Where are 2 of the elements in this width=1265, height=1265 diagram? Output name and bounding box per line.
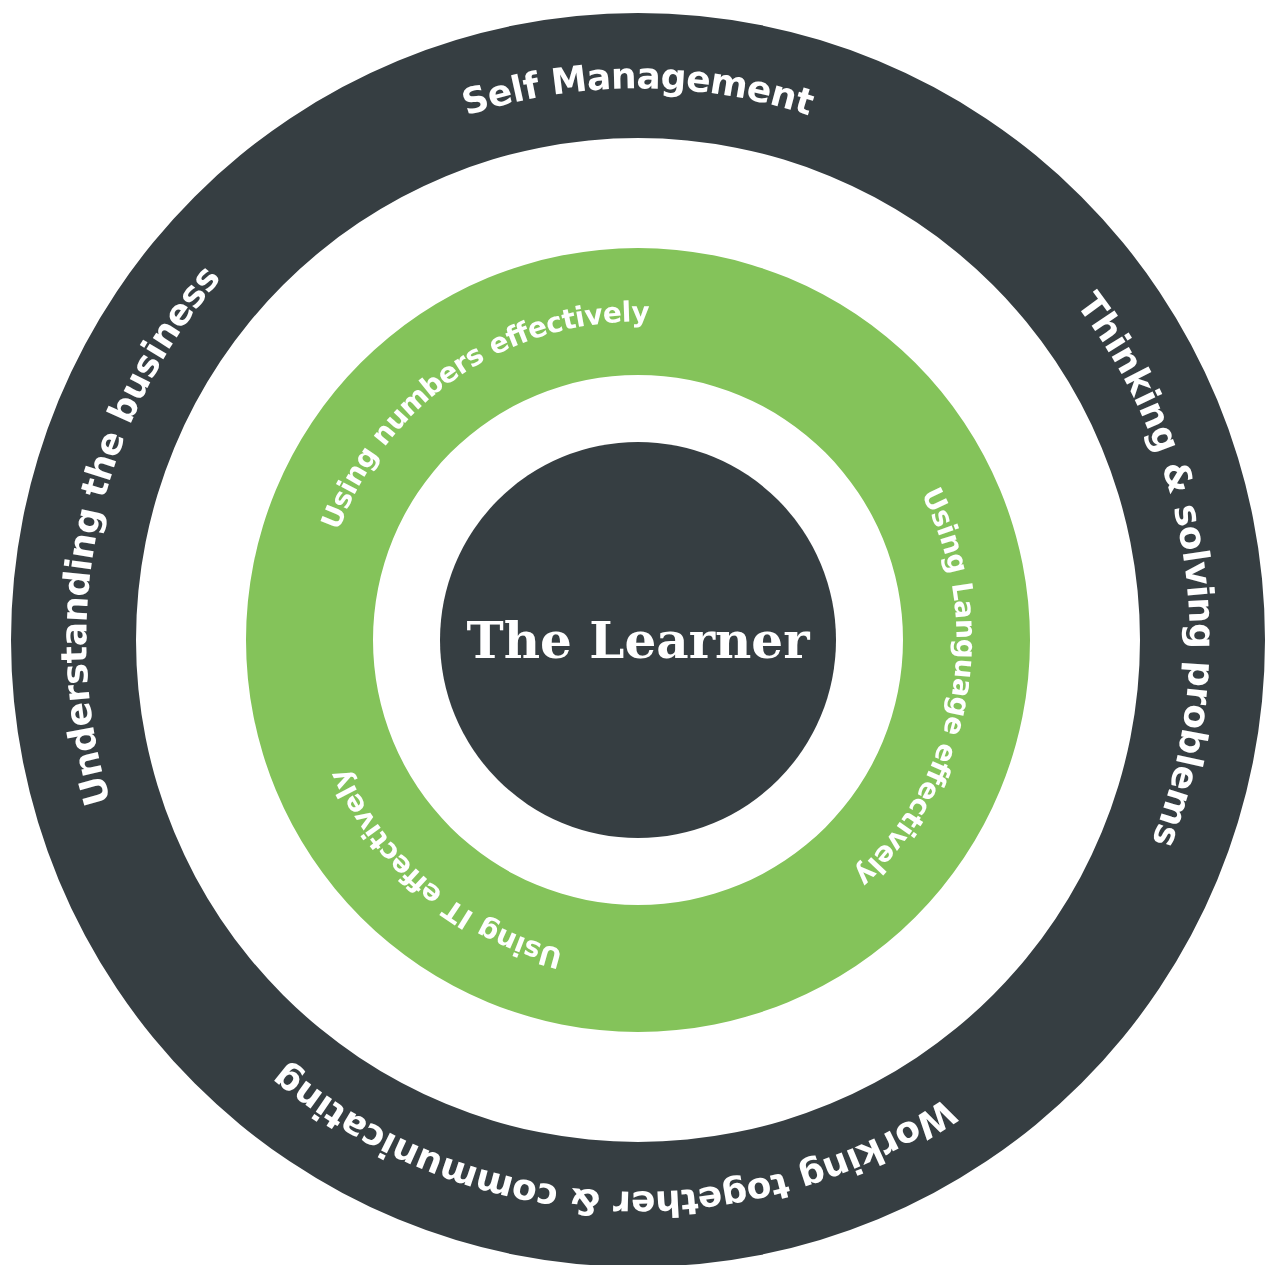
center-label: The Learner <box>466 610 810 670</box>
ring-label: Self Management <box>456 54 820 123</box>
